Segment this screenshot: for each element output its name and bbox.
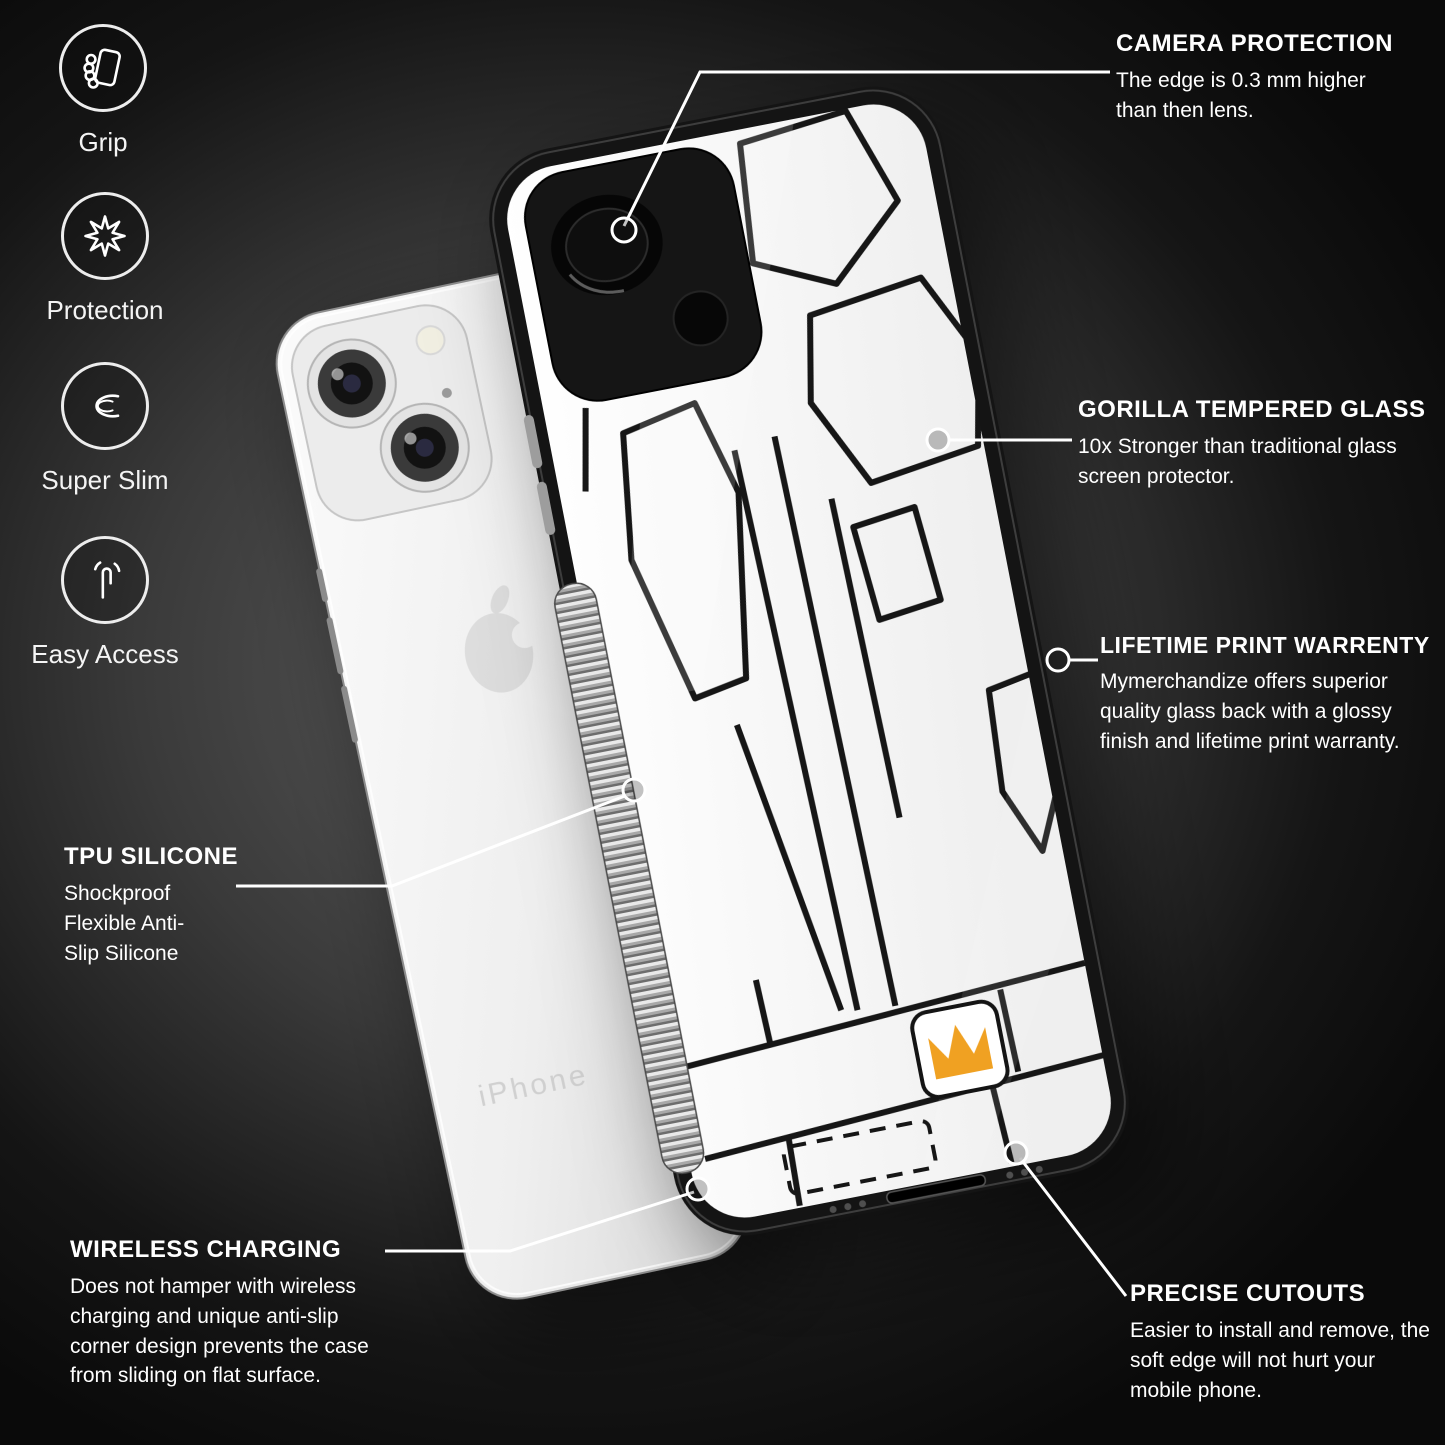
callout-title: TPU SILICONE <box>64 843 239 870</box>
grip-icon <box>59 24 147 112</box>
callout-body: Shockproof Flexible Anti-Slip Silicone <box>64 882 185 965</box>
callout-body: The edge is 0.3 mm higher than then lens… <box>1116 69 1366 122</box>
feature-label: Protection <box>46 295 164 325</box>
callout-title: CAMERA PROTECTION <box>1116 30 1393 57</box>
feature-protection: Protection <box>10 192 200 326</box>
mosaic-pattern <box>582 107 1106 1207</box>
feature-label: Super Slim <box>41 465 169 495</box>
protection-icon <box>61 192 149 280</box>
callout-camera-protection: CAMERA PROTECTION The edge is 0.3 mm hig… <box>1116 30 1406 126</box>
callout-gorilla-glass: GORILLA TEMPERED GLASS 10x Stronger than… <box>1078 396 1445 492</box>
super-slim-icon <box>61 362 149 450</box>
callout-title: GORILLA TEMPERED GLASS <box>1078 396 1426 423</box>
feature-grip: Grip <box>8 24 198 158</box>
glass-back-case <box>477 74 1142 1248</box>
feature-label: Easy Access <box>31 639 179 669</box>
port-cutout-outline <box>781 1119 938 1196</box>
apple-logo <box>464 585 538 693</box>
dual-camera-module <box>290 304 493 522</box>
callout-tpu-silicone: TPU SILICONE Shockproof Flexible Anti-Sl… <box>64 843 239 968</box>
camera-cutout <box>523 147 763 402</box>
feature-label: Grip <box>78 127 128 157</box>
easy-access-icon <box>61 536 149 624</box>
callout-title: LIFETIME PRINT WARRENTY <box>1100 632 1430 658</box>
callout-lifetime-print: LIFETIME PRINT WARRENTY Mymerchandize of… <box>1100 632 1440 756</box>
m-crown-icon <box>928 1024 994 1080</box>
callout-body: 10x Stronger than traditional glass scre… <box>1078 435 1397 488</box>
feature-super-slim: Super Slim <box>10 362 200 496</box>
case-side-buttons <box>523 415 556 535</box>
callout-title: PRECISE CUTOUTS <box>1130 1280 1366 1307</box>
callout-title: WIRELESS CHARGING <box>70 1236 342 1263</box>
callout-wireless-charging: WIRELESS CHARGING Does not hamper with w… <box>70 1236 405 1391</box>
feature-easy-access: Easy Access <box>10 536 200 670</box>
callout-precise-cutouts: PRECISE CUTOUTS Easier to install and re… <box>1130 1280 1435 1405</box>
mymerchandize-logo <box>910 999 1010 1100</box>
callout-body: Mymerchandize offers superior quality gl… <box>1100 670 1400 753</box>
callout-body: Easier to install and remove, the soft e… <box>1130 1319 1430 1402</box>
callout-body: Does not hamper with wireless charging a… <box>70 1275 369 1388</box>
lifetime-print-marker <box>1045 647 1071 673</box>
